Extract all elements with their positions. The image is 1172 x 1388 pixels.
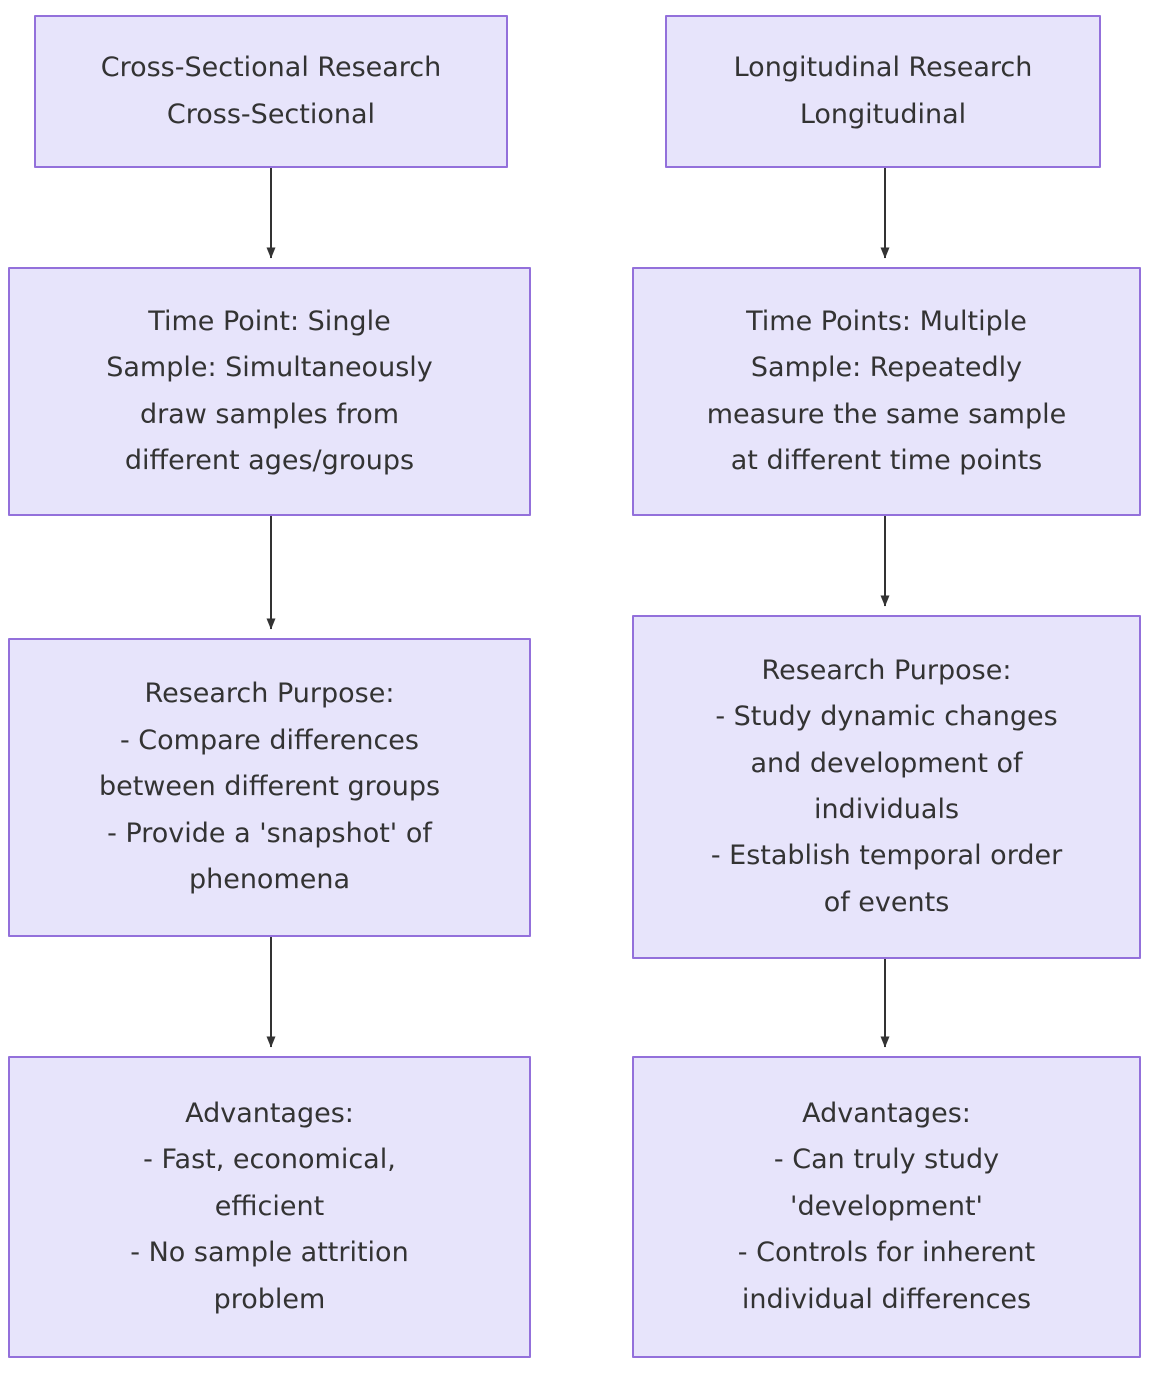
node-longitudinal-title[interactable]: Longitudinal Research Longitudinal [665, 15, 1101, 168]
node-cross-sectional-purpose[interactable]: Research Purpose: - Compare differences … [8, 638, 531, 937]
node-cross-sectional-title[interactable]: Cross-Sectional Research Cross-Sectional [34, 15, 508, 168]
node-cross-sectional-method[interactable]: Time Point: Single Sample: Simultaneousl… [8, 267, 531, 516]
node-longitudinal-advantages[interactable]: Advantages: - Can truly study 'developme… [632, 1056, 1141, 1358]
node-longitudinal-method[interactable]: Time Points: Multiple Sample: Repeatedly… [632, 267, 1141, 516]
node-cross-sectional-advantages[interactable]: Advantages: - Fast, economical, efficien… [8, 1056, 531, 1358]
node-longitudinal-purpose[interactable]: Research Purpose: - Study dynamic change… [632, 615, 1141, 959]
